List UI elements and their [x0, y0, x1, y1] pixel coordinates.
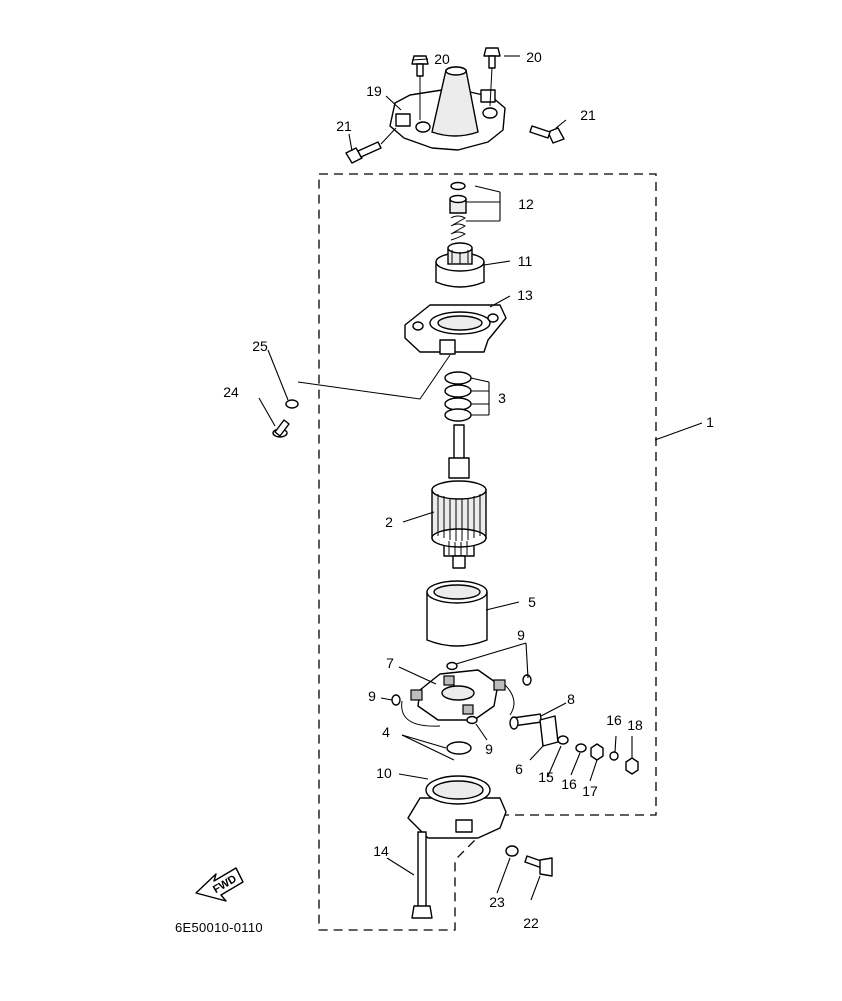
callout-15: 15	[538, 769, 554, 785]
shims	[444, 371, 472, 422]
armature	[431, 424, 487, 569]
washer-16-a	[575, 743, 587, 753]
callout-18: 18	[627, 717, 643, 733]
assembly-boundary	[318, 173, 657, 931]
terminal-plate	[539, 715, 559, 747]
fwd-arrow-icon: FWD	[195, 867, 244, 902]
washer-16-b	[609, 751, 619, 761]
washer-23	[505, 845, 519, 857]
callout-9-c: 9	[485, 741, 493, 757]
callout-9-a: 9	[517, 627, 525, 643]
callout-2: 2	[385, 514, 393, 530]
screw-9-d	[466, 715, 478, 725]
callout-25: 25	[252, 338, 268, 354]
callout-14: 14	[373, 843, 389, 859]
screw-9-b	[522, 674, 532, 686]
bolt-21-left	[345, 127, 397, 164]
screw-9-c	[391, 694, 401, 706]
callout-20-a: 20	[434, 51, 450, 67]
callout-24: 24	[223, 384, 239, 400]
leader-lines	[258, 55, 703, 901]
rear-bracket	[407, 775, 507, 839]
terminal-bolt	[509, 713, 543, 730]
callout-7: 7	[386, 655, 394, 671]
screw-9-a	[446, 661, 458, 671]
callout-21-b: 21	[580, 107, 596, 123]
callout-19: 19	[366, 83, 382, 99]
callout-16-a: 16	[561, 776, 577, 792]
washer-25	[285, 399, 299, 409]
yoke	[426, 580, 488, 647]
callout-5: 5	[528, 594, 536, 610]
callout-17: 17	[582, 783, 598, 799]
washer-4	[446, 741, 472, 755]
callout-4: 4	[382, 724, 390, 740]
callout-labels: 1 2 3 4 5 6 7 8 9 9 9 10 11 12 13 14 15 …	[223, 49, 714, 931]
diagram-code: 6E50010-0110	[175, 920, 263, 935]
callout-13: 13	[517, 287, 533, 303]
nut-17	[590, 743, 604, 761]
callout-10: 10	[376, 765, 392, 781]
callout-21-a: 21	[336, 118, 352, 134]
bolt-21-right	[529, 125, 565, 144]
callout-9-b: 9	[368, 688, 376, 704]
front-bracket	[404, 304, 507, 355]
callout-22: 22	[523, 915, 539, 931]
pinion-stopper-set	[449, 181, 467, 241]
bolt-22	[524, 855, 553, 877]
callout-3: 3	[498, 390, 506, 406]
ground-lead	[297, 354, 451, 400]
bolt-20-right	[483, 47, 501, 107]
callout-20-b: 20	[526, 49, 542, 65]
callout-6: 6	[515, 761, 523, 777]
bolt-24	[272, 419, 290, 438]
washer-15	[557, 735, 569, 745]
callout-11: 11	[518, 253, 533, 269]
top-cover	[389, 66, 506, 151]
brush-holder	[401, 669, 515, 727]
nut-18	[625, 757, 639, 775]
callout-23: 23	[489, 894, 505, 910]
callout-1: 1	[706, 414, 714, 430]
drive-pinion	[435, 242, 485, 288]
callout-12: 12	[518, 196, 534, 212]
callout-8: 8	[567, 691, 575, 707]
through-bolt	[411, 831, 433, 919]
callout-16-b: 16	[606, 712, 622, 728]
